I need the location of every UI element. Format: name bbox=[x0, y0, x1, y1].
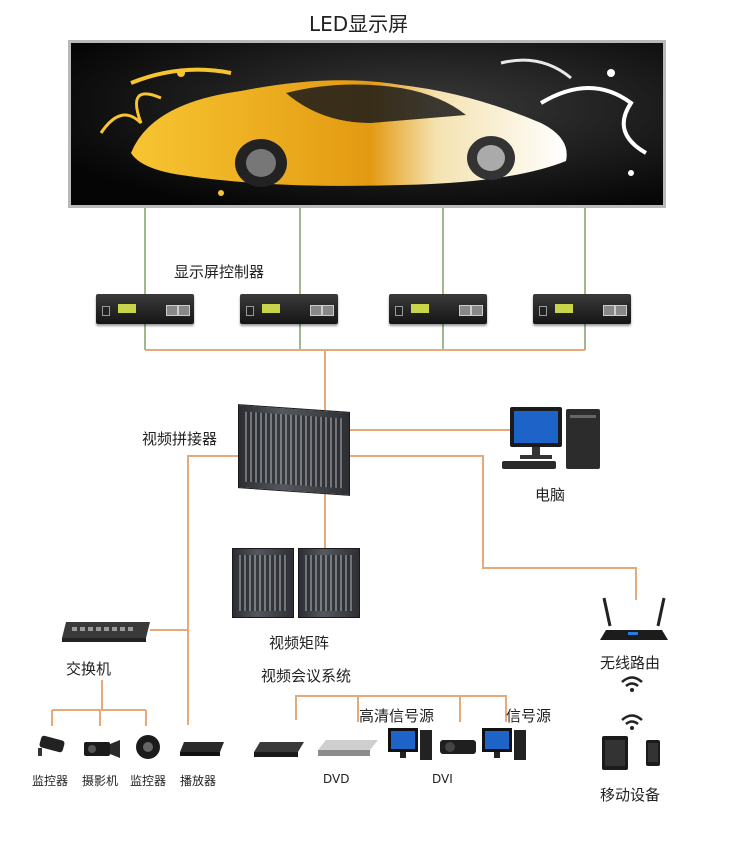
computer-label: 电脑 bbox=[535, 486, 566, 504]
hd-source-label: 高清信号源 bbox=[359, 707, 435, 725]
car-artwork-icon bbox=[71, 43, 663, 205]
camera-label: 摄影机 bbox=[82, 774, 119, 788]
matrix-label: 视频矩阵 bbox=[269, 634, 330, 652]
wifi-router-icon bbox=[598, 596, 670, 646]
wifi-icon bbox=[620, 712, 644, 730]
video-camera-icon bbox=[80, 734, 122, 760]
router-label: 无线路由 bbox=[600, 654, 661, 672]
media-player-icon bbox=[180, 738, 226, 758]
network-switch-icon bbox=[60, 620, 152, 644]
video-matrix-icon bbox=[232, 548, 294, 618]
controller-box-icon bbox=[533, 294, 631, 324]
dvd-player-icon bbox=[318, 734, 378, 760]
desktop-computer-icon bbox=[502, 405, 602, 475]
security-camera-icon bbox=[34, 734, 70, 758]
computer-monitor-icon bbox=[388, 728, 432, 764]
tablet-phone-icon bbox=[602, 736, 666, 772]
led-screen-image bbox=[68, 40, 666, 208]
signal-source-label: 信号源 bbox=[506, 707, 552, 725]
video-matrix-icon bbox=[298, 548, 360, 618]
controller-box-icon bbox=[240, 294, 338, 324]
controller-box-icon bbox=[389, 294, 487, 324]
dvi-label: DVI bbox=[432, 772, 453, 786]
page-title: LED显示屏 bbox=[309, 12, 409, 36]
computer-monitor-icon bbox=[482, 728, 526, 764]
controller-label: 显示屏控制器 bbox=[174, 263, 265, 281]
splicer-label: 视频拼接器 bbox=[142, 430, 218, 448]
dome-camera-icon bbox=[134, 734, 162, 760]
video-splicer-rack-icon bbox=[238, 404, 350, 496]
controller-box-icon bbox=[96, 294, 194, 324]
set-top-box-icon bbox=[254, 740, 304, 760]
monitor1-label: 监控器 bbox=[32, 774, 69, 788]
projector-icon bbox=[440, 734, 480, 758]
dvd-label: DVD bbox=[323, 772, 350, 786]
conference-label: 视频会议系统 bbox=[261, 667, 352, 685]
player-label: 播放器 bbox=[180, 774, 217, 788]
monitor2-label: 监控器 bbox=[130, 774, 167, 788]
mobile-label: 移动设备 bbox=[600, 786, 661, 804]
wifi-icon bbox=[620, 674, 644, 692]
switch-label: 交换机 bbox=[66, 660, 112, 678]
